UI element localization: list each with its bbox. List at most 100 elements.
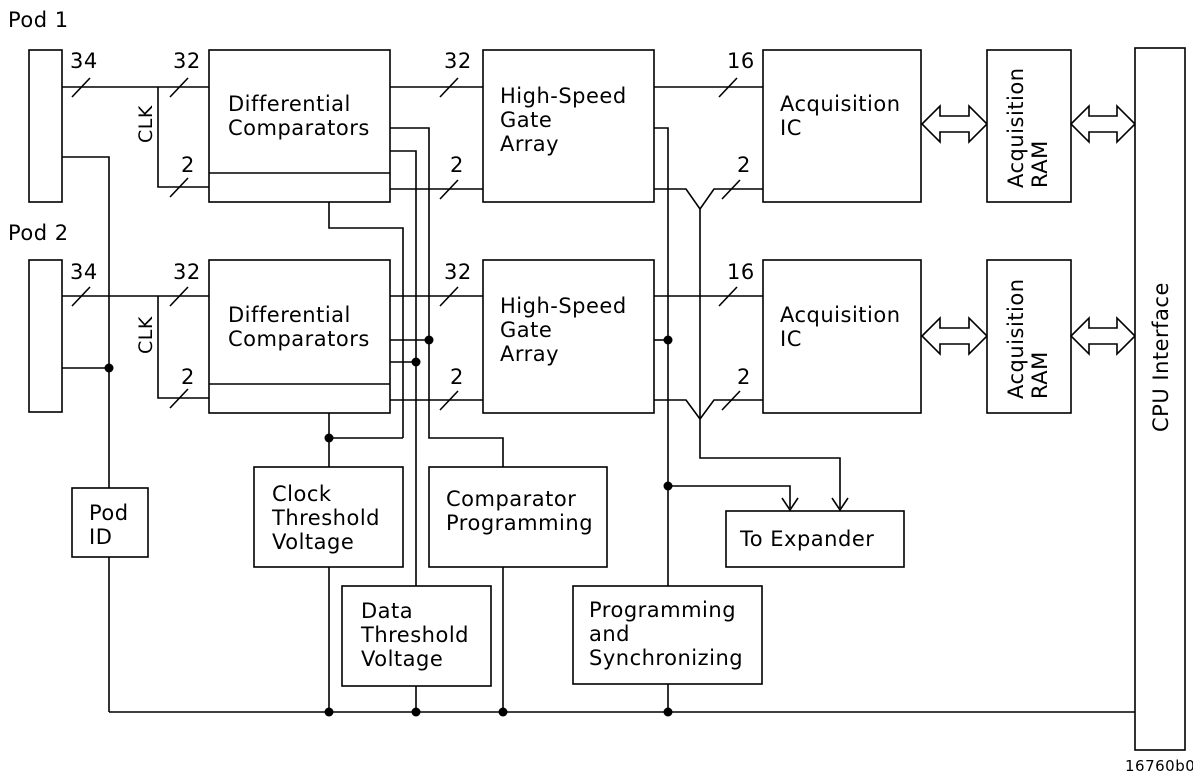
programming-sync-block: Programming and Synchronizing <box>572 585 763 685</box>
clock-threshold-label-1: Clock <box>272 482 332 506</box>
interconnect-wiring <box>62 127 1135 717</box>
cpu-interface-block <box>1134 47 1186 751</box>
pod-2-acq-clk <box>654 399 763 421</box>
pod-2-clk-2-label: 2 <box>181 365 195 389</box>
pod-1-gate-clk-slash <box>439 179 459 200</box>
pod-2-acquisition-ic <box>762 259 922 414</box>
pod-2-bus-32-label: 32 <box>173 260 201 284</box>
expander-arrow-2-icon <box>831 497 849 512</box>
pod-2-clk-slash <box>169 388 189 409</box>
pod-2-comparator-label-1: Differential <box>228 303 351 327</box>
data-threshold-block: Data Threshold Voltage <box>341 585 492 687</box>
expander-prog-wire <box>668 485 791 508</box>
pod-1-acquisition-ram <box>986 49 1072 203</box>
pod-1-ram-label-1: Acquisition <box>1004 67 1028 188</box>
expander-arrow-1-icon <box>781 497 799 512</box>
comparator-programming-label-2: Programming <box>446 511 593 535</box>
pod-2-ic-ram-arrow-icon <box>920 316 989 356</box>
programming-sync-label-3: Synchronizing <box>589 646 743 670</box>
pod-1-clk-line <box>157 87 209 188</box>
pod-1-bus-slash-34 <box>71 77 91 98</box>
pod-1-gate-label-1: High-Speed <box>500 84 627 108</box>
pod-2-acq-bus-slash <box>718 286 738 307</box>
pod-1-gate-array <box>482 49 655 203</box>
pod-1-clk-slash <box>169 177 189 198</box>
pod-1-ram-label-2: RAM <box>1028 140 1052 188</box>
pod-id-box <box>71 487 149 558</box>
pod-2-ram-label-1: Acquisition <box>1004 278 1028 399</box>
pod-2-gate-label-1: High-Speed <box>500 294 627 318</box>
pod-2-acq-label-2: IC <box>780 327 802 351</box>
to-expander-box <box>725 510 905 568</box>
pod-1-bus-34-label: 34 <box>70 49 98 73</box>
pod-1-ic-ram-arrow-icon <box>920 104 989 144</box>
pod-2-bus-slash-34 <box>71 286 91 307</box>
pod-1-acq-clk-label: 2 <box>737 153 751 177</box>
junction-dot <box>424 335 434 345</box>
junction-dot <box>498 707 508 717</box>
data-threshold-label-2: Threshold <box>360 623 469 647</box>
pod-2-gate-array <box>482 259 655 414</box>
clock-threshold-block: Clock Threshold Voltage <box>253 466 404 568</box>
to-expander-label: To Expander <box>739 527 874 551</box>
pod-1-gate-label-3: Array <box>500 132 559 156</box>
comparator-programming-block: Comparator Programming <box>428 466 608 568</box>
comparator-programming-feed <box>390 127 504 467</box>
junction-dot <box>663 481 673 491</box>
pod-id-label-2: ID <box>89 525 112 549</box>
programming-sync-label-2: and <box>589 622 630 646</box>
pod-1-acq-label-1: Acquisition <box>780 92 901 116</box>
pod-1-channel: Pod 1 34 32 2 CLK Differential Comparato… <box>8 8 1137 211</box>
junction-dot <box>324 433 334 443</box>
pod-2-acq-label-1: Acquisition <box>780 303 901 327</box>
pod-2-ram-cpu-arrow-icon <box>1069 316 1137 356</box>
data-threshold-box <box>341 585 492 687</box>
pod-1-id-wire <box>62 156 110 488</box>
pod-1-gate-bus-label: 32 <box>444 49 472 73</box>
pod-1-acquisition-ic <box>762 49 922 203</box>
pod-1-gate-bus-slash <box>439 77 459 98</box>
programming-sync-label-1: Programming <box>589 598 736 622</box>
pod-1-bus-slash-32 <box>169 77 189 98</box>
pod-1-comparator-label-2: Comparators <box>228 116 370 140</box>
junction-dot <box>663 707 673 717</box>
pod-1-acq-label-2: IC <box>780 116 802 140</box>
pod-2-acq-clk-label: 2 <box>737 365 751 389</box>
clock-threshold-feed-1 <box>328 202 404 438</box>
junction-dot <box>663 335 673 345</box>
clock-threshold-label-2: Threshold <box>271 506 380 530</box>
data-threshold-feed <box>390 150 417 586</box>
to-expander-block: To Expander <box>725 510 905 568</box>
pod-2-gate-bus-label: 32 <box>444 260 472 284</box>
pod-2-connector <box>28 259 63 413</box>
pod-2-label: Pod 2 <box>8 221 69 245</box>
expander-clk-wire <box>699 209 841 508</box>
programming-sync-feed <box>654 127 669 586</box>
pod-2-clk-line <box>157 296 209 399</box>
pod-2-clk-label: CLK <box>135 316 157 354</box>
figure-id: 16760b01 <box>1125 757 1193 775</box>
cpu-interface-label: CPU Interface <box>1149 282 1173 432</box>
pod-1-comparator-label-1: Differential <box>228 92 351 116</box>
pod-1-gate-label-2: Gate <box>500 108 552 132</box>
pod-1-gate-clk-label: 2 <box>450 153 464 177</box>
comparator-programming-label-1: Comparator <box>446 487 576 511</box>
pod-1-differential-comparators <box>208 49 391 203</box>
pod-2-acquisition-ram <box>986 259 1072 414</box>
pod-2-gate-bus-slash <box>439 286 459 307</box>
comparator-programming-box <box>428 466 608 568</box>
pod-1-acq-clk <box>654 188 763 211</box>
pod-1-bus-32-label: 32 <box>173 49 201 73</box>
pod-1-ram-cpu-arrow-icon <box>1069 104 1137 144</box>
pod-2-gate-clk-slash <box>439 390 459 411</box>
pod-2-differential-comparators <box>208 259 391 414</box>
programming-sync-box <box>572 585 763 685</box>
pod-2-gate-label-3: Array <box>500 342 559 366</box>
pod-1-acq-clk-slash <box>721 179 741 200</box>
pod-id-block: Pod ID <box>71 487 149 558</box>
clock-threshold-box <box>253 466 404 568</box>
pod-id-label-1: Pod <box>89 501 129 525</box>
pod-1-label: Pod 1 <box>8 8 69 32</box>
pod-2-comparator-label-2: Comparators <box>228 327 370 351</box>
